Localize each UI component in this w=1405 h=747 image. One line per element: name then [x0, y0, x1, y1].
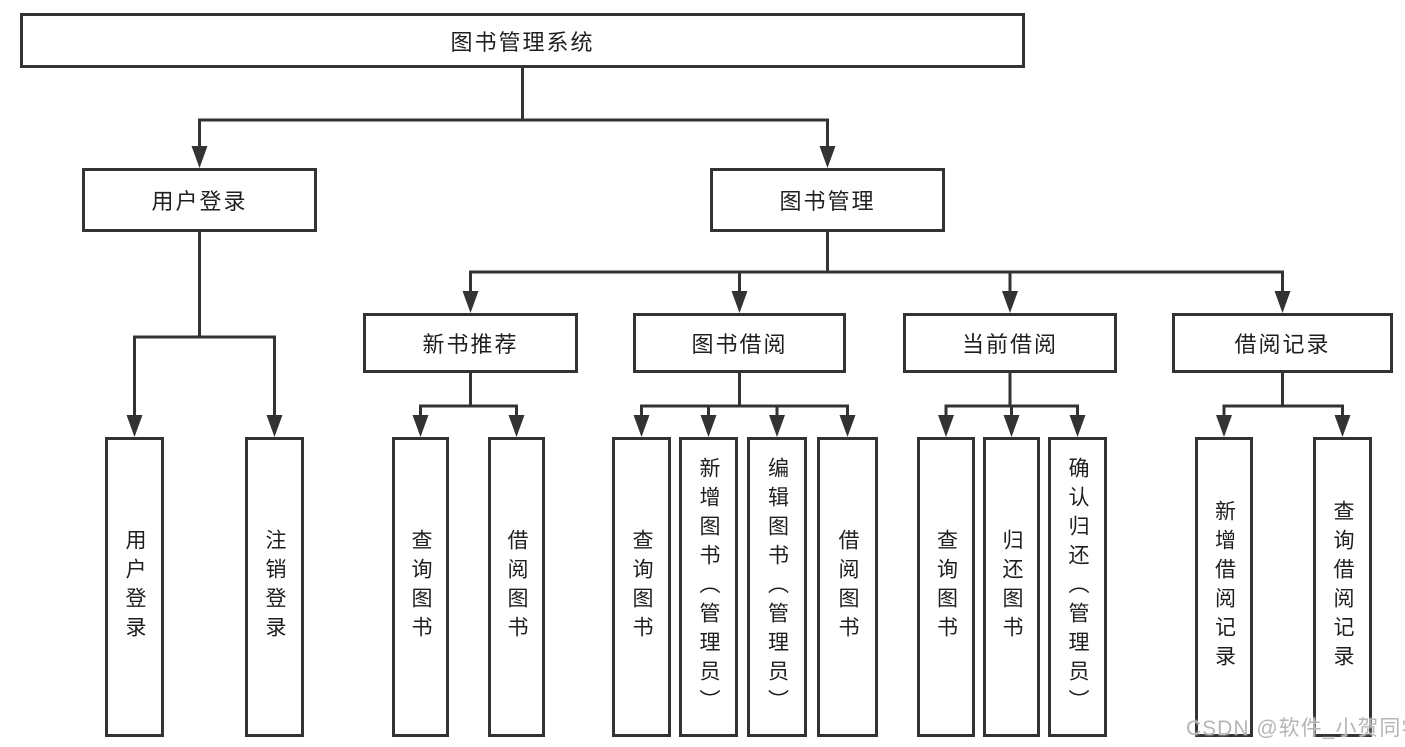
node-library-management-system: 图书管理系统: [20, 13, 1025, 68]
csdn-watermark: CSDN @软件_小贺同学: [1186, 717, 1405, 740]
connector-paths: [133, 68, 1344, 432]
node-book-management: 图书管理: [710, 168, 945, 232]
leaf-add-book-admin: 新增图书（管理员）: [679, 437, 738, 737]
leaf-add-borrow-record: 新增借阅记录: [1195, 437, 1253, 737]
node-new-book-recommendation: 新书推荐: [363, 313, 578, 373]
leaf-edit-book-admin: 编辑图书（管理员）: [747, 437, 807, 737]
node-current-borrowing: 当前借阅: [903, 313, 1117, 373]
leaf-borrow-books: 借阅图书: [817, 437, 878, 737]
leaf-query-books-borrowing: 查询图书: [612, 437, 671, 737]
node-borrowing-records: 借阅记录: [1172, 313, 1393, 373]
node-book-borrowing: 图书借阅: [633, 313, 846, 373]
leaf-confirm-return-admin: 确认归还（管理员）: [1048, 437, 1107, 737]
leaf-query-books-recommend: 查询图书: [392, 437, 449, 737]
arrowheads: [126, 146, 1351, 437]
leaf-user-login: 用户登录: [105, 437, 164, 737]
leaf-borrow-books-recommend: 借阅图书: [488, 437, 545, 737]
leaf-query-borrow-record: 查询借阅记录: [1313, 437, 1372, 737]
leaf-query-books-current: 查询图书: [917, 437, 975, 737]
node-user-login: 用户登录: [82, 168, 317, 232]
leaf-logout: 注销登录: [245, 437, 304, 737]
leaf-return-books: 归还图书: [983, 437, 1040, 737]
